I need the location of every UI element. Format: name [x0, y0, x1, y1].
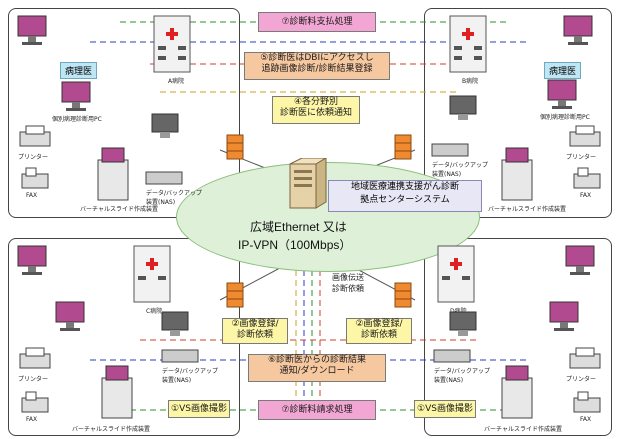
pathologist-workstation-icon — [17, 15, 47, 45]
printer-right-icon — [569, 125, 601, 147]
printer-bottom-right-icon — [569, 347, 601, 369]
slide-scanner-bottom-left-icon — [101, 365, 133, 419]
diagnostic-pc-bottom-right-icon — [549, 301, 579, 331]
data-center-server-icon — [289, 158, 327, 209]
slide-scanner-right-label: バーチャルスライド作成装置 — [488, 206, 566, 213]
fax-right-label: FAX — [580, 192, 592, 199]
pathologist-workstation-right-icon — [563, 15, 593, 45]
hospital-building-a-icon — [153, 15, 191, 73]
printer-right-label: プリンター — [566, 154, 597, 161]
image-register-right-text: ②画像登録/ 診断依頼 — [355, 319, 403, 340]
slide-scanner-bottom-right-label: バーチャルスライド作成装置 — [484, 426, 562, 433]
backup-nas-bottom-right-icon — [433, 349, 471, 363]
network-title: 広域Ethernet 又は — [250, 220, 347, 234]
backup-nas-bottom-right-label: データ/バックアップ 装置(NAS) — [434, 368, 491, 384]
pathologist-left-label: 病理医 — [60, 62, 98, 79]
top-payment-box: ⑦診断料支払処理 — [258, 12, 376, 32]
bottom-claim-text: ⑦診断料請求処理 — [281, 405, 353, 415]
image-register-left-text: ②画像登録/ 診断依頼 — [231, 319, 279, 340]
printer-bottom-right-label: プリンター — [566, 376, 597, 383]
vs-imaging-left-text: ①VS画像撮影 — [171, 404, 227, 414]
printer-bottom-left-icon — [19, 347, 51, 369]
server-monitor-bottom-right-icon — [449, 311, 477, 336]
fax-bottom-right-icon — [573, 391, 601, 413]
notify-text: ④各分野別 診断医に依頼通知 — [279, 97, 352, 118]
server-monitor-bottom-left-icon — [161, 311, 189, 336]
firewall-top-right-icon — [394, 134, 412, 160]
notify-box: ④各分野別 診断医に依頼通知 — [272, 96, 360, 124]
vs-imaging-left-box: ①VS画像撮影 — [168, 400, 230, 418]
image-register-right-box: ②画像登録/ 診断依頼 — [346, 318, 412, 344]
slide-scanner-label: バーチャルスライド作成装置 — [80, 206, 158, 213]
fax-bottom-right-label: FAX — [580, 416, 592, 423]
diagnostic-pc-bottom-left-icon — [55, 301, 85, 331]
server-monitor-right-icon — [449, 95, 477, 120]
fax-bottom-left-label: FAX — [26, 416, 38, 423]
hospital-building-d-icon — [437, 245, 475, 303]
center-system-text: 地域医療連携支援がん診断 拠点センターシステム — [350, 182, 459, 205]
backup-nas-bottom-left-label: データ/バックアップ 装置(NAS) — [162, 368, 219, 384]
network-subtitle: IP-VPN（100Mbps） — [238, 238, 352, 252]
vs-imaging-right-text: ①VS画像撮影 — [417, 404, 473, 414]
workstation-bottom-right-icon — [565, 245, 595, 275]
server-monitor-icon — [151, 113, 179, 138]
backup-nas-icon — [145, 171, 183, 185]
result-download-box: ⑥診断医からの診断結果 通知/ダウンロード — [248, 354, 386, 382]
result-download-text: ⑥診断医からの診断結果 通知/ダウンロード — [267, 355, 367, 376]
dbi-access-text: ⑤診断医はDBIにアクセスし 追跡画像診断/診断結果登録 — [260, 53, 374, 74]
slide-scanner-right-icon — [501, 147, 533, 201]
image-register-left-box: ②画像登録/ 診断依頼 — [222, 318, 288, 344]
fax-icon — [21, 167, 49, 189]
backup-nas-label: データ/バックアップ 装置(NAS) — [146, 190, 203, 206]
diagnostic-pc-right-label: 個別病理診断用PC — [540, 114, 590, 121]
pathologist-right-label: 病理医 — [544, 62, 582, 79]
bottom-claim-box: ⑦診断料請求処理 — [258, 400, 376, 420]
hospital-a-label: A病院 — [168, 78, 185, 85]
slide-scanner-icon — [97, 147, 129, 201]
firewall-bottom-left-icon — [226, 282, 244, 308]
hospital-c-label: C病院 — [146, 308, 163, 315]
top-payment-text: ⑦診断料支払処理 — [281, 17, 353, 27]
center-system-label: 地域医療連携支援がん診断 拠点センターシステム — [328, 180, 482, 212]
backup-nas-bottom-left-icon — [161, 349, 199, 363]
firewall-top-left-icon — [226, 134, 244, 160]
slide-scanner-bottom-left-label: バーチャルスライド作成装置 — [72, 426, 150, 433]
fax-label: FAX — [26, 192, 38, 199]
printer-icon — [19, 125, 51, 147]
diagnostic-pc-right-icon — [547, 79, 577, 109]
backup-nas-right-label: データ/バックアップ 装置(NAS) — [432, 162, 489, 178]
fax-right-icon — [573, 167, 601, 189]
printer-bottom-left-label: プリンター — [18, 376, 49, 383]
workstation-bottom-left-icon — [17, 245, 47, 275]
printer-label: プリンター — [18, 154, 49, 161]
slide-scanner-bottom-right-icon — [501, 365, 533, 419]
backup-nas-right-icon — [431, 143, 469, 157]
vs-imaging-right-box: ①VS画像撮影 — [414, 400, 476, 418]
hospital-building-b-icon — [449, 15, 487, 73]
dbi-access-box: ⑤診断医はDBIにアクセスし 追跡画像診断/診断結果登録 — [244, 52, 390, 80]
diagnostic-pc-icon — [61, 81, 91, 111]
hospital-building-c-icon — [133, 245, 171, 303]
image-transfer-label: 画像伝送 診断依頼 — [332, 273, 364, 293]
fax-bottom-left-icon — [21, 391, 49, 413]
firewall-bottom-right-icon — [394, 282, 412, 308]
diagnostic-pc-label: 個別病理診断用PC — [52, 116, 102, 123]
hospital-b-label: B病院 — [462, 78, 479, 85]
